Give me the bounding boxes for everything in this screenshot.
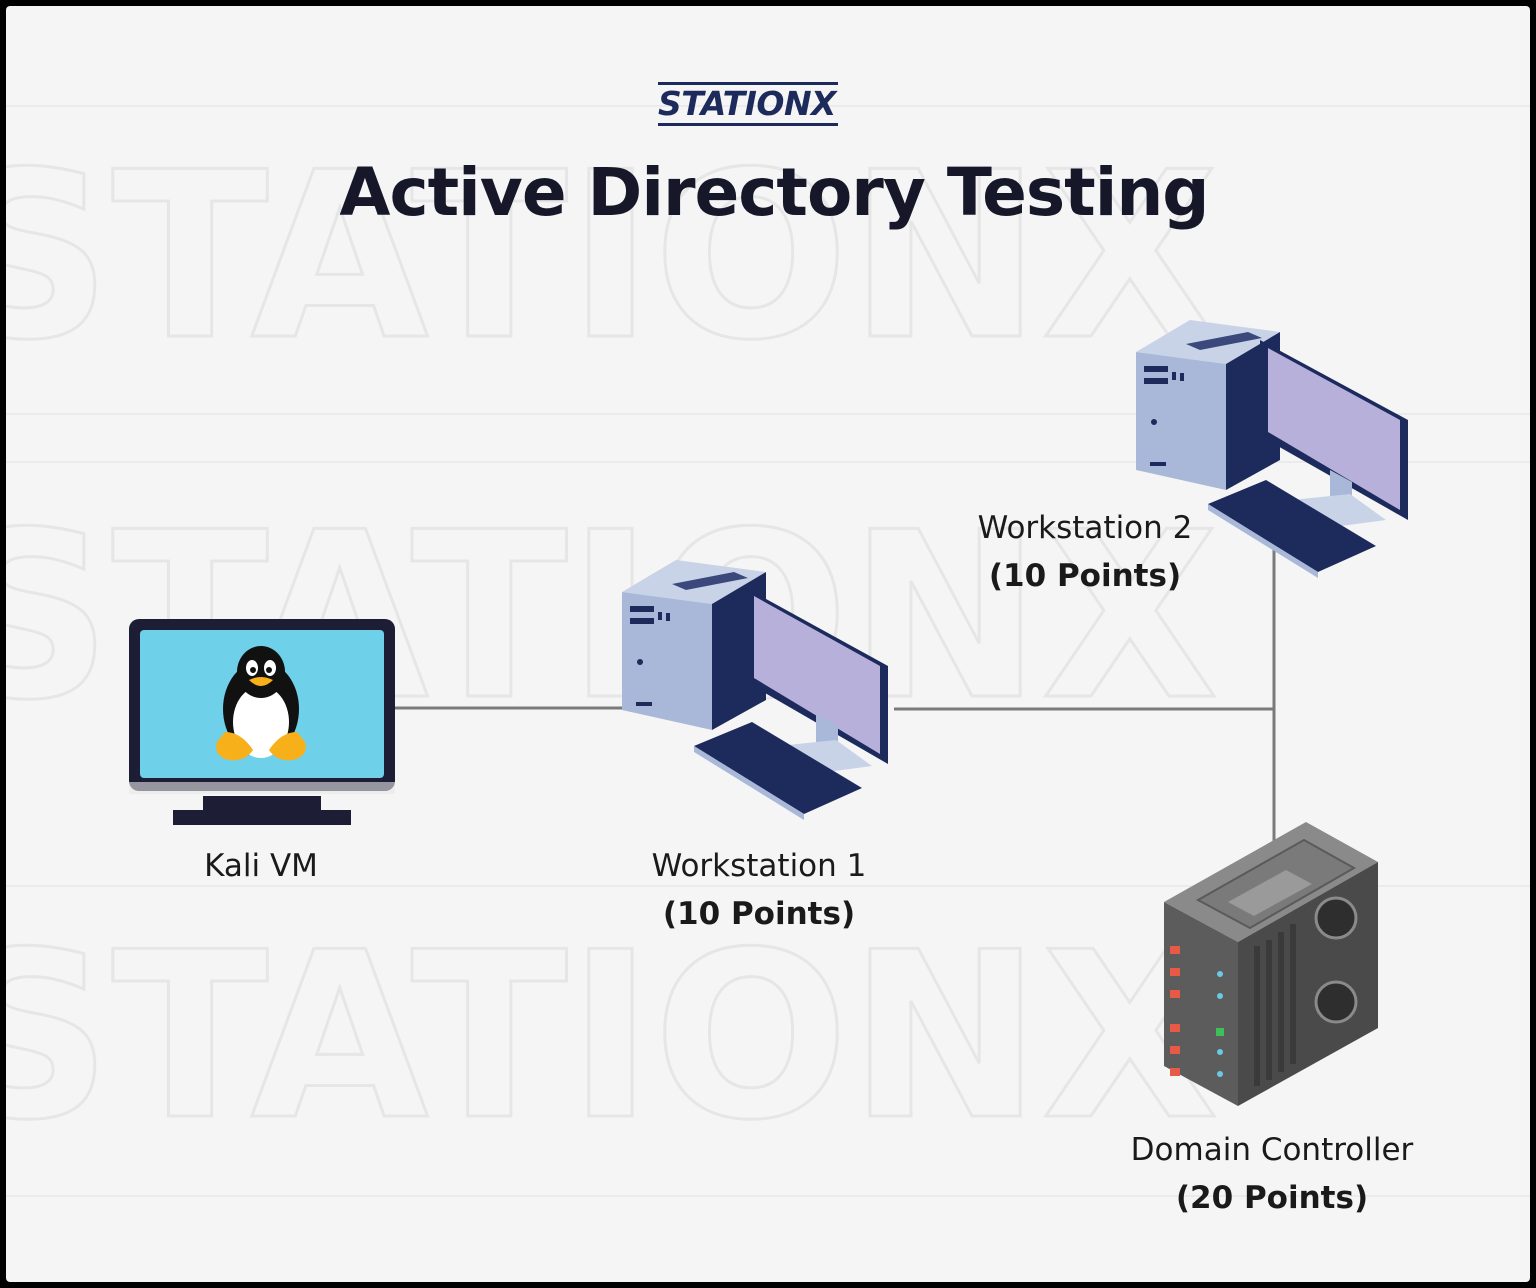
server-rack-icon <box>1164 822 1378 1106</box>
diagram-frame: STATIONX STATIONX STATIONX STATIONX Acti… <box>6 6 1530 1282</box>
node-label-workstation1: Workstation 1 (10 Points) <box>609 842 909 938</box>
node-points: (10 Points) <box>662 896 856 932</box>
desktop-computer-icon <box>1136 320 1408 578</box>
stationx-logo: STATIONX <box>658 82 890 128</box>
watermark: STATIONX STATIONX STATIONX <box>6 105 1530 1197</box>
node-label-workstation2: Workstation 2 (10 Points) <box>935 504 1235 600</box>
linux-tux-monitor-icon <box>129 619 395 825</box>
desktop-computer-icon <box>622 560 888 820</box>
logo-bar-top <box>658 82 838 85</box>
node-points: (10 Points) <box>988 558 1182 594</box>
connections <box>392 546 1276 851</box>
logo-bar-bottom <box>658 123 838 126</box>
tux-penguin-icon <box>216 646 306 761</box>
node-label-domain-controller: Domain Controller (20 Points) <box>1112 1126 1432 1222</box>
logo-text: STATIONX <box>658 84 837 123</box>
watermark-text: STATIONX <box>6 904 1219 1171</box>
watermark-text: STATIONX <box>6 124 1219 391</box>
node-points: (20 Points) <box>1175 1180 1369 1216</box>
node-name: Kali VM <box>204 848 318 884</box>
node-name: Workstation 2 <box>977 510 1193 546</box>
node-name: Domain Controller <box>1130 1132 1414 1168</box>
node-name: Workstation 1 <box>651 848 867 884</box>
node-label-kali: Kali VM <box>161 842 361 890</box>
diagram-title: Active Directory Testing <box>339 154 1209 231</box>
